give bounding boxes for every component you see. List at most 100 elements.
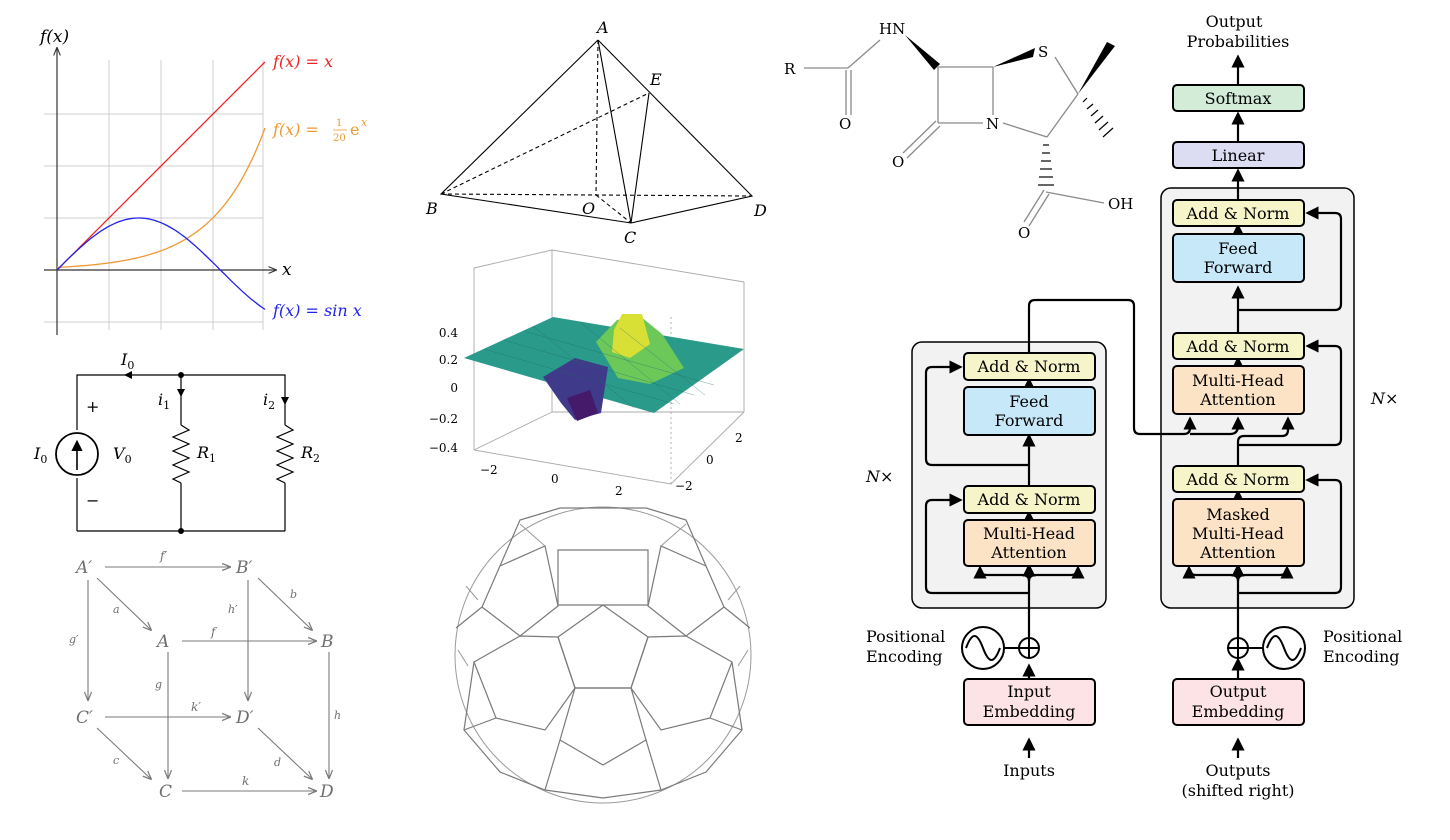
plot-x-axis-label: x (282, 260, 292, 280)
penicillin-molecule (804, 35, 1115, 227)
dec-masked-mha-label-2: Attention (1199, 543, 1275, 562)
output-probs-label-2: Probabilities (1187, 32, 1290, 51)
circuit-labels: I0 I0 V0 + − i1 i2 R1 R2 (33, 350, 320, 510)
output-emb-label-2: Embedding (1192, 702, 1285, 721)
inputs-label: Inputs (1003, 761, 1055, 780)
svg-text:HN: HN (879, 20, 905, 38)
surface-plot: 0.4 0.2 0 −0.2 −0.4 −2 0 2 2 0 −2 (429, 249, 745, 498)
svg-text:C: C (159, 782, 172, 802)
svg-text:O: O (839, 115, 851, 133)
pentagon-lower (559, 687, 647, 766)
svg-text:S: S (1038, 43, 1048, 61)
rim-bottom (463, 661, 743, 799)
svg-text:g: g (155, 678, 162, 691)
svg-text:−0.2: −0.2 (429, 412, 458, 426)
surface-z-ticks: 0.4 0.2 0 −0.2 −0.4 (429, 326, 459, 455)
surface-mesh (483, 321, 715, 409)
svg-text:x: x (361, 116, 368, 129)
curve-identity (56, 61, 266, 271)
svg-text:C: C (624, 228, 636, 247)
cube-labels: A′ B′ A B C′ D′ C D f′ f k′ k a b c d g′… (69, 549, 341, 802)
svg-text:A′: A′ (74, 558, 92, 578)
svg-text:k′: k′ (191, 700, 201, 714)
rim-top (499, 507, 707, 567)
curve-exp (56, 127, 266, 269)
svg-text:D: D (753, 201, 767, 220)
label-voltage: V0 (113, 444, 132, 466)
svg-text:B′: B′ (235, 558, 252, 578)
outputs-label-1: Outputs (1205, 761, 1270, 780)
softmax-box (1172, 84, 1305, 112)
hexagon-left (473, 635, 576, 731)
dec-feed-forward (1172, 233, 1305, 283)
enc-mha-label-1: Multi-Head (983, 524, 1075, 543)
dec-pos-enc-label-2: Encoding (1323, 647, 1399, 666)
svg-text:A: A (155, 632, 169, 652)
output-emb-label-1: Output (1210, 682, 1267, 701)
dec-multi-head (1172, 365, 1305, 415)
svg-text:2: 2 (735, 431, 743, 445)
enc-add-norm-top-label: Add & Norm (977, 357, 1081, 376)
svg-text:k: k (242, 774, 249, 788)
dec-add-norm-bottom (1172, 465, 1305, 493)
function-plot: f(x) x f(x) = x f(x) = 1 20 e x f(x) = s… (38, 27, 368, 335)
pyramid-labels: A B C D E O (425, 18, 767, 247)
plot-grid (44, 60, 264, 330)
input-emb-label-2: Embedding (983, 702, 1076, 721)
buckyball (454, 506, 752, 804)
dec-mha-label-2: Attention (1199, 390, 1275, 409)
enc-multi-head (963, 519, 1096, 567)
svg-text:0: 0 (706, 453, 714, 467)
dec-add-norm-top (1172, 199, 1305, 227)
hexagon-right (630, 635, 733, 731)
hexagon-top (557, 549, 649, 606)
svg-text:−2: −2 (480, 463, 498, 477)
enc-nx-label: N× (865, 467, 893, 486)
dec-add-norm-mid (1172, 332, 1305, 360)
curve-sin (56, 217, 266, 310)
svg-text:C′: C′ (76, 708, 93, 728)
surface-peak-yellow (612, 314, 650, 358)
dec-mha-label-1: Multi-Head (1192, 371, 1284, 390)
label-i1: i1 (158, 390, 170, 412)
enc-ff-label-2: Forward (995, 411, 1064, 430)
svg-text:c: c (113, 754, 119, 767)
svg-text:e: e (350, 120, 359, 139)
dec-add-norm-top-label: Add & Norm (1186, 204, 1290, 223)
svg-text:2: 2 (615, 484, 623, 498)
curve-exp-label: f(x) = 1 20 e x (272, 116, 368, 144)
surface-base (464, 317, 744, 413)
enc-ff-label-1: Feed (1009, 392, 1048, 411)
dec-ff-label-1: Feed (1218, 239, 1257, 258)
svg-text:f: f (210, 625, 218, 639)
label-r2: R2 (300, 443, 320, 465)
input-embedding-box (963, 678, 1096, 726)
svg-text:R: R (784, 60, 796, 78)
curve-sin-label: f(x) = sin x (272, 301, 362, 320)
svg-text:0.4: 0.4 (439, 326, 458, 340)
svg-text:−2: −2 (675, 479, 693, 493)
input-emb-label-1: Input (1007, 682, 1051, 701)
svg-text:D′: D′ (235, 708, 254, 728)
outputs-label-2: (shifted right) (1181, 781, 1294, 800)
svg-text:20: 20 (333, 133, 346, 144)
dec-masked-multi-head (1172, 498, 1305, 567)
svg-text:f(x) =: f(x) = (272, 120, 319, 139)
dec-pos-enc-label-1: Positional (1323, 627, 1402, 646)
transformer-diagram: Add & Norm Feed Forward Add & Norm Multi… (865, 12, 1402, 800)
dec-nx-label: N× (1370, 389, 1398, 408)
enc-pos-enc-label-1: Positional (866, 627, 945, 646)
svg-text:a: a (113, 603, 120, 616)
dec-masked-mha-label-1: Multi-Head (1192, 524, 1284, 543)
circuit-diagram (55, 371, 295, 534)
svg-text:OH: OH (1108, 195, 1133, 213)
pos-enc-decoder (1227, 626, 1306, 670)
surface-dip-dark (567, 390, 598, 421)
label-minus: − (86, 491, 99, 510)
curve-identity-label: f(x) = x (272, 52, 333, 71)
label-source-current: I0 (33, 444, 47, 466)
linear-box (1172, 141, 1305, 169)
svg-text:O: O (892, 153, 904, 171)
enc-feed-forward (963, 386, 1096, 436)
